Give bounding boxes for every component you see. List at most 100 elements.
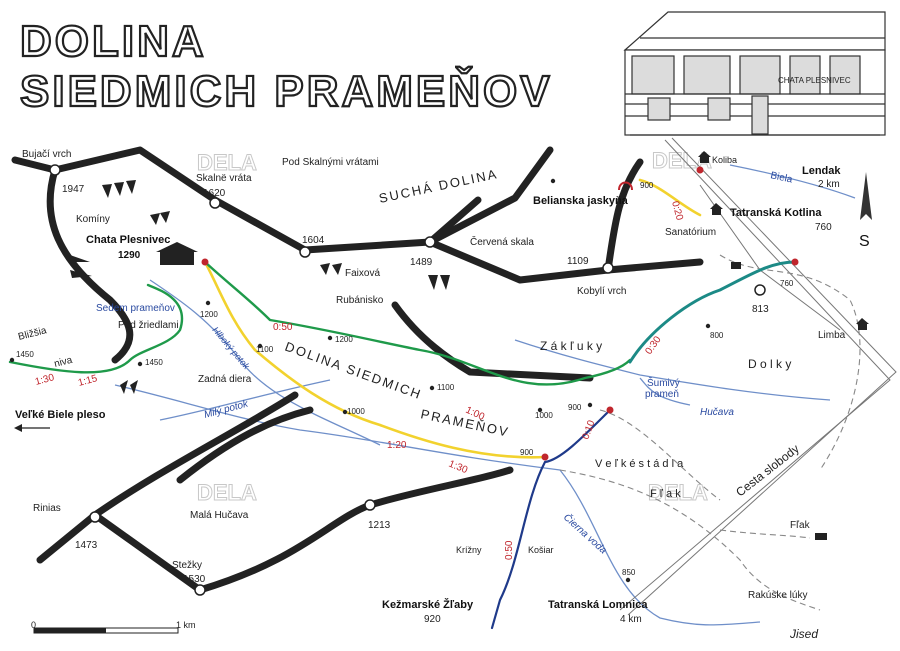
label-1200-b: 1200 (335, 335, 353, 344)
label-1109: 1109 (567, 256, 589, 267)
label-1100-a: 1100 (256, 345, 274, 354)
label-rubanisko: Rubánisko (336, 295, 384, 306)
title-line-2: SIEDMICH PRAMEŇOV (20, 66, 553, 116)
time-1-15: 1:15 (77, 373, 99, 389)
label-tatranska-kotlina: Tatranská Kotlina (730, 207, 822, 219)
label-faixova: Faixová (345, 268, 380, 279)
scale-start: 0 (31, 620, 36, 630)
label-flak: Fľak (790, 520, 811, 531)
label-bujaci-vrch: Bujačí vrch (22, 149, 71, 160)
label-kosiar: Košiar (528, 545, 554, 555)
rivers (114, 164, 856, 626)
label-cervena-skala: Červená skala (470, 235, 534, 248)
label-hucava: Hučava (700, 407, 734, 418)
chata-plesnivec-icon (156, 242, 198, 265)
label-900-c: 900 (520, 448, 534, 457)
label-velke-biele-pleso: Veľké Biele pleso (15, 409, 106, 421)
scale-end: 1 km (176, 620, 196, 630)
label-kominy: Komíny (76, 214, 110, 225)
label-blizsia: Bližšia (17, 325, 48, 343)
time-1-20: 1:20 (387, 440, 407, 451)
label-cierna-voda: Čierna voda (561, 511, 610, 557)
scale-bar (33, 627, 179, 634)
label-1213: 1213 (368, 520, 391, 531)
label-biela: Biela (769, 170, 793, 185)
title-line-1: DOLINA (20, 17, 207, 66)
trail-yellow (203, 260, 547, 459)
hut-icons (698, 151, 869, 540)
label-1200-a: 1200 (200, 310, 218, 319)
label-zadna-diera: Zadná diera (198, 374, 252, 385)
time-0-50-a: 0:50 (273, 322, 293, 333)
label-stezky: Stežky (172, 560, 202, 571)
label-velke-stadla: V e ľ k é s t á d l a (595, 458, 684, 470)
label-skalne-vrata: Skalnё vráta (196, 173, 252, 184)
label-1000-a: 1000 (347, 407, 365, 416)
trail-yellow-2 (638, 178, 702, 217)
spot-heights (9, 178, 711, 583)
time-0-50-b: 0:50 (504, 540, 515, 560)
label-lendak-km: 2 km (818, 179, 840, 190)
time-0-20: 0:20 (669, 200, 685, 222)
trail-blue (490, 408, 612, 630)
label-belianska: Belianska jaskyňa (533, 195, 629, 207)
trail-junctions (201, 166, 799, 461)
time-0-10: 0:10 (580, 419, 597, 441)
watermark: DELA (197, 150, 257, 175)
cave-icon (618, 181, 633, 191)
label-pod-zriedlami: Pod žriedlami (118, 320, 179, 331)
label-kobyli-vrch: Kobylí vrch (577, 286, 626, 297)
trail-teal (628, 260, 797, 364)
summit-dots (49, 164, 766, 596)
label-813: 813 (752, 304, 769, 315)
label-niva: niva (53, 355, 74, 370)
label-800: 800 (710, 331, 724, 340)
label-rinias: Rinias (33, 503, 61, 514)
direction-arrow-icon (14, 424, 50, 432)
cliff-marks (70, 180, 450, 394)
label-kotlina-alt: 760 (815, 222, 832, 233)
label-dolina: DOLINA SIEDMICH (283, 339, 424, 403)
label-cesta-slobody: Cesta slobody (733, 442, 802, 500)
label-tatranska-lomnica: Tatranská Lomnica (548, 599, 648, 611)
compass-label: S (859, 233, 870, 250)
chata-caption: CHATA PLESNIVEC (778, 76, 851, 85)
label-chata-plesnivec: Chata Plesnivec (86, 234, 170, 246)
label-krizny: Krížny (456, 545, 482, 555)
label-1604: 1604 (302, 235, 325, 246)
time-1-30-b: 1:30 (447, 459, 470, 477)
signature: Jised (789, 627, 818, 641)
time-1-30-a: 1:30 (34, 372, 56, 388)
trail-green (8, 260, 632, 386)
ridges (11, 146, 704, 594)
chata-drawing (623, 11, 886, 136)
label-dolky: D o l k y (748, 357, 791, 371)
label-850: 850 (622, 568, 636, 577)
label-sanatorium: Sanatórium (665, 227, 716, 238)
label-1000-b: 1000 (535, 411, 553, 420)
time-0-30: 0:30 (643, 334, 663, 357)
label-lomnica-km: 4 km (620, 614, 642, 625)
watermark: DELA (197, 480, 257, 505)
trails (8, 178, 797, 630)
label-lendak: Lendak (802, 165, 841, 177)
label-1450-b: 1450 (145, 358, 163, 367)
label-1530: 1530 (183, 574, 206, 585)
watermark: DELA (648, 480, 708, 505)
label-760: 760 (780, 279, 794, 288)
label-1473: 1473 (75, 540, 98, 551)
label-pod-skalnymi: Pod Skalnými vrátami (282, 157, 379, 168)
label-1489: 1489 (410, 257, 433, 268)
label-flak-area: F ľ a k (650, 488, 681, 500)
label-900-b: 900 (568, 403, 582, 412)
label-mala-hucava: Malá Hučava (190, 510, 249, 521)
label-chata-alt: 1290 (118, 250, 141, 261)
label-1620: 1620 (203, 188, 226, 199)
label-kezmarske-zlaby: Kežmarské Žľaby (382, 598, 474, 611)
label-hlboky-potok: Hlboký potok (210, 325, 251, 372)
label-limba: Limba (818, 330, 846, 341)
label-kezmarske-alt: 920 (424, 614, 441, 625)
compass-icon (860, 172, 872, 220)
